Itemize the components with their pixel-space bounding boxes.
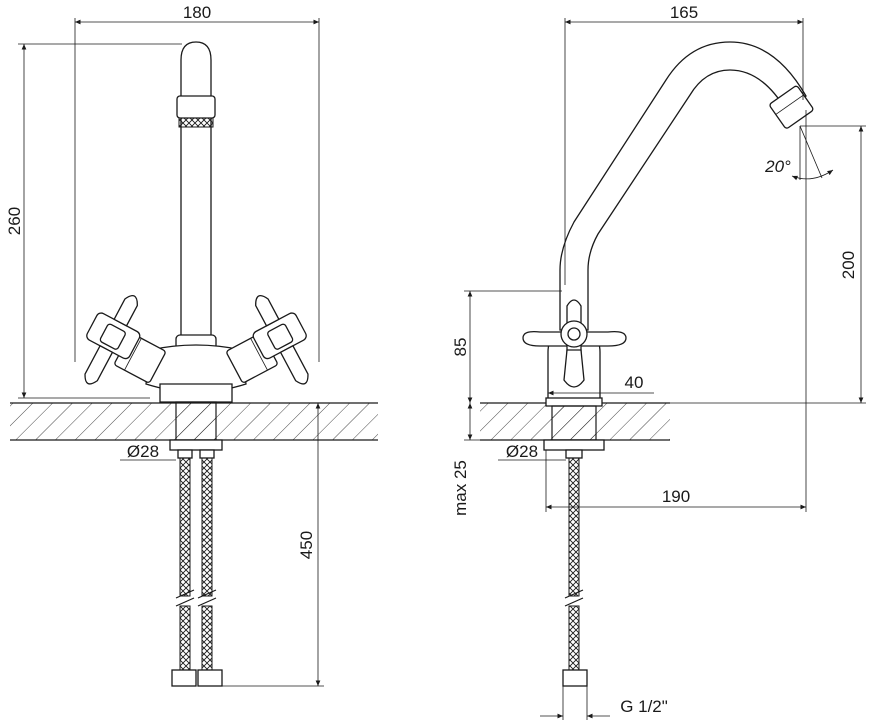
- dim-side-thread: G 1/2": [540, 686, 668, 720]
- dim-label-200: 200: [839, 251, 858, 279]
- dim-side-max-thickness: max 25: [451, 403, 544, 516]
- dim-label-d28-side: Ø28: [506, 442, 538, 461]
- side-cross-handle: [522, 299, 627, 388]
- dim-side-spout-height: 200: [604, 125, 866, 404]
- dim-side-width: 165: [564, 3, 804, 285]
- dim-label-190: 190: [662, 487, 690, 506]
- dim-label-d28-front: Ø28: [127, 442, 159, 461]
- dim-front-width: 180: [74, 3, 320, 362]
- dim-front-hose: 450: [214, 402, 324, 687]
- dim-label-g12: G 1/2": [620, 697, 668, 716]
- dim-side-body-height: 85: [451, 290, 562, 403]
- dim-side-body-depth: 40: [548, 373, 654, 396]
- dim-label-450: 450: [297, 531, 316, 559]
- dim-label-85: 85: [451, 338, 470, 357]
- dim-side-angle: 20°: [764, 125, 834, 181]
- dim-label-max25: max 25: [451, 460, 470, 516]
- faucet-side-view: [522, 41, 814, 687]
- dim-front-height: 260: [5, 43, 182, 399]
- dim-side-reach: 190: [545, 110, 807, 512]
- dim-side-diameter: Ø28: [498, 442, 566, 461]
- dim-label-260: 260: [5, 207, 24, 235]
- dim-front-diameter: Ø28: [120, 442, 176, 461]
- left-handle: [84, 295, 141, 385]
- dim-label-165: 165: [670, 3, 698, 22]
- dim-label-180: 180: [183, 3, 211, 22]
- faucet-front-view: [84, 41, 309, 687]
- right-handle: [252, 295, 309, 385]
- dim-label-40: 40: [625, 373, 644, 392]
- dim-label-20deg: 20°: [764, 157, 791, 176]
